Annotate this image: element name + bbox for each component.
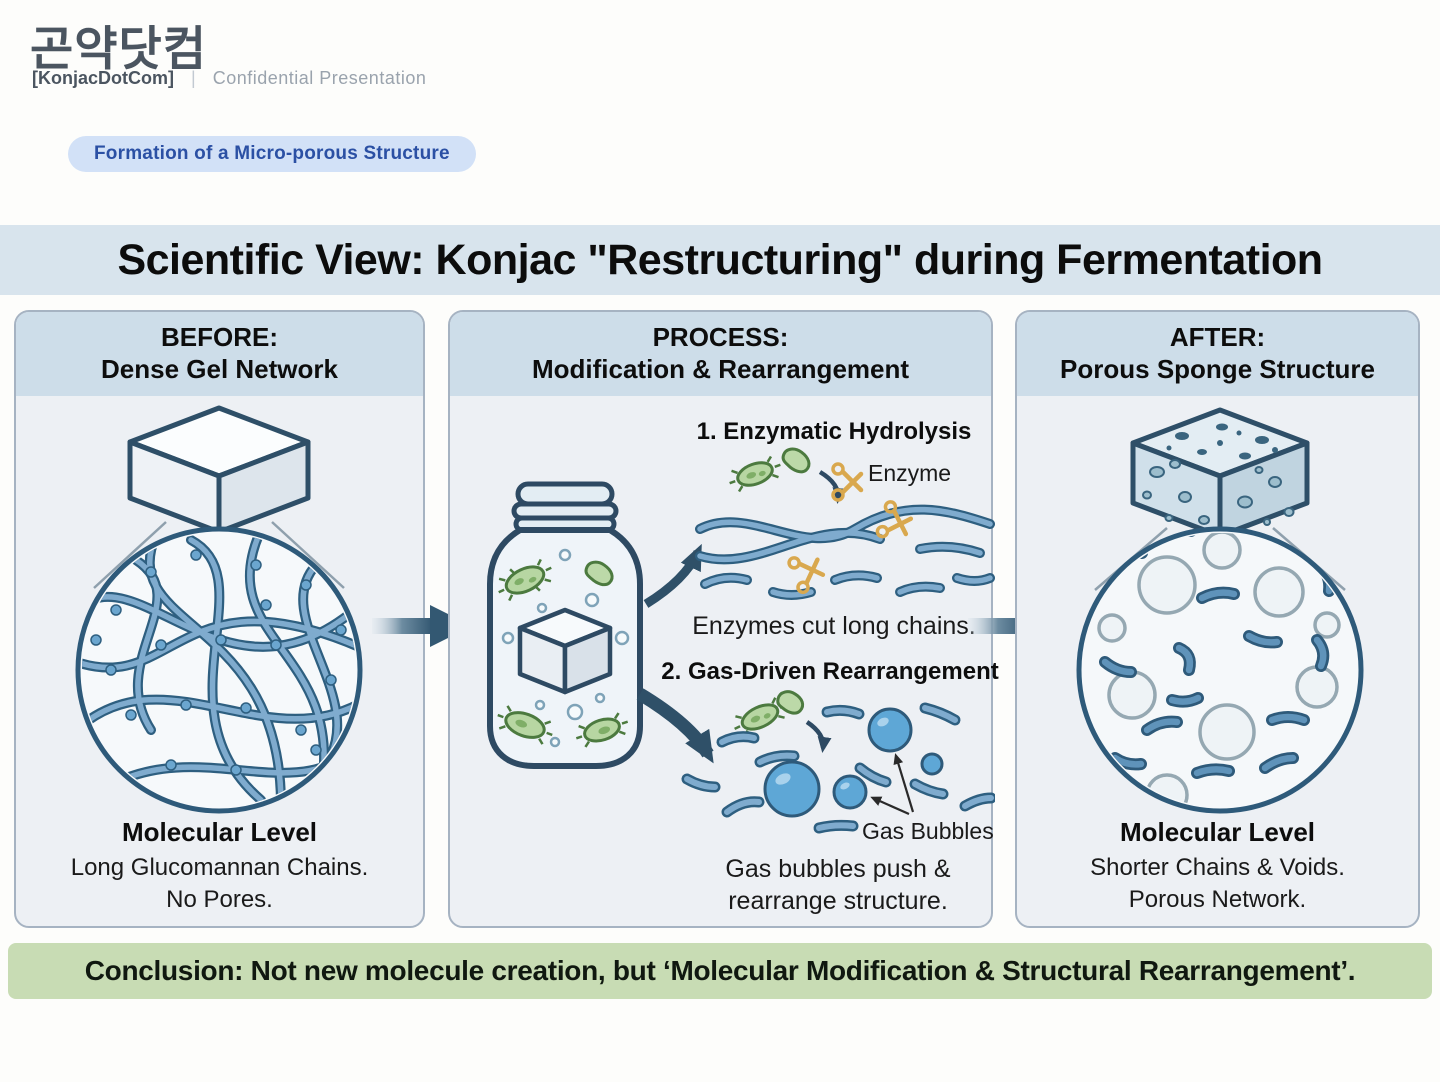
magnifier-cone-lines bbox=[93, 521, 345, 589]
gel-cube-icon bbox=[127, 405, 311, 535]
after-caption-line2: Porous Network. bbox=[1128, 886, 1307, 913]
after-caption-title: Molecular Level bbox=[1119, 817, 1316, 847]
jar-cube-icon bbox=[517, 607, 613, 695]
bacteria-icon bbox=[734, 690, 805, 737]
step2-caption-line2: rearrange structure. bbox=[728, 887, 948, 915]
step2-caption-line1: Gas bubbles push & bbox=[725, 855, 951, 883]
section-badge: Formation of a Micro-porous Structure bbox=[68, 136, 476, 172]
confidential-label: Confidential Presentation bbox=[212, 68, 427, 88]
molecular-circle bbox=[75, 526, 363, 814]
void-circles-icon bbox=[1097, 533, 1341, 807]
before-caption-line1: Long Glucomannan Chains. bbox=[70, 854, 369, 881]
step1-caption: Enzymes cut long chains. bbox=[692, 612, 976, 640]
sponge-pores-icon bbox=[1142, 423, 1295, 526]
header-divider: | bbox=[191, 68, 196, 88]
fermentation-jar-icon bbox=[487, 481, 643, 769]
panel-before-title-2: Dense Gel Network bbox=[101, 354, 338, 384]
conclusion-bar: Conclusion: Not new molecule creation, b… bbox=[8, 943, 1432, 999]
panel-before-header: BEFORE: Dense Gel Network bbox=[16, 312, 423, 396]
panel-after-header: AFTER: Porous Sponge Structure bbox=[1017, 312, 1418, 396]
bacteria-icon bbox=[729, 447, 811, 493]
before-caption-line2: No Pores. bbox=[166, 886, 273, 913]
gas-bubbles-label: Gas Bubbles bbox=[862, 818, 994, 844]
panel-process-header: PROCESS: Modification & Rearrangement bbox=[450, 312, 991, 396]
step1-title: 1. Enzymatic Hydrolysis bbox=[696, 418, 972, 445]
scissors-icon bbox=[875, 500, 914, 539]
title-band: Scientific View: Konjac "Restructuring" … bbox=[0, 225, 1440, 295]
panel-process-title-1: PROCESS: bbox=[652, 322, 789, 352]
panel-before: BEFORE: Dense Gel Network bbox=[14, 310, 425, 928]
porous-sponge-illustration bbox=[1076, 407, 1364, 814]
bubble-pointer-arrows bbox=[870, 753, 915, 816]
cut-chains-icon bbox=[695, 504, 995, 600]
panel-process: PROCESS: Modification & Rearrangement bbox=[448, 310, 999, 928]
panel-after: AFTER: Porous Sponge Structure bbox=[1015, 310, 1420, 928]
jar-bacteria-icon bbox=[497, 558, 629, 748]
step2-title: 2. Gas-Driven Rearrangement bbox=[661, 658, 999, 685]
glucomannan-chains-icon bbox=[82, 533, 356, 807]
page-title: Scientific View: Konjac "Restructuring" … bbox=[117, 236, 1323, 284]
gas-rearrangement-icon bbox=[681, 690, 995, 834]
after-caption-line1: Shorter Chains & Voids. bbox=[1090, 854, 1345, 881]
panel-before-title-1: BEFORE: bbox=[161, 322, 278, 352]
scissors-icon bbox=[787, 556, 826, 595]
enzyme-label: Enzyme bbox=[868, 460, 952, 486]
logo-korean: 곤약닷컴 bbox=[30, 22, 207, 75]
jar-bubbles-icon bbox=[501, 548, 630, 748]
before-caption-title: Molecular Level bbox=[121, 817, 318, 847]
gas-bubble-icon bbox=[763, 707, 944, 818]
logo-subrow: [KonjacDotCom] | Confidential Presentati… bbox=[32, 68, 426, 89]
molecule-dots-icon bbox=[90, 549, 347, 776]
dense-gel-illustration bbox=[75, 405, 363, 814]
panel-process-title-2: Modification & Rearrangement bbox=[531, 354, 910, 384]
scissors-icon bbox=[831, 462, 864, 502]
panel-after-title-2: Porous Sponge Structure bbox=[1060, 354, 1375, 384]
chain-fragments-icon bbox=[681, 702, 995, 834]
enzymatic-hydrolysis-icon bbox=[695, 447, 995, 600]
logo-romanized: [KonjacDotCom] bbox=[32, 68, 174, 88]
panel-after-title-1: AFTER: bbox=[1169, 322, 1266, 352]
